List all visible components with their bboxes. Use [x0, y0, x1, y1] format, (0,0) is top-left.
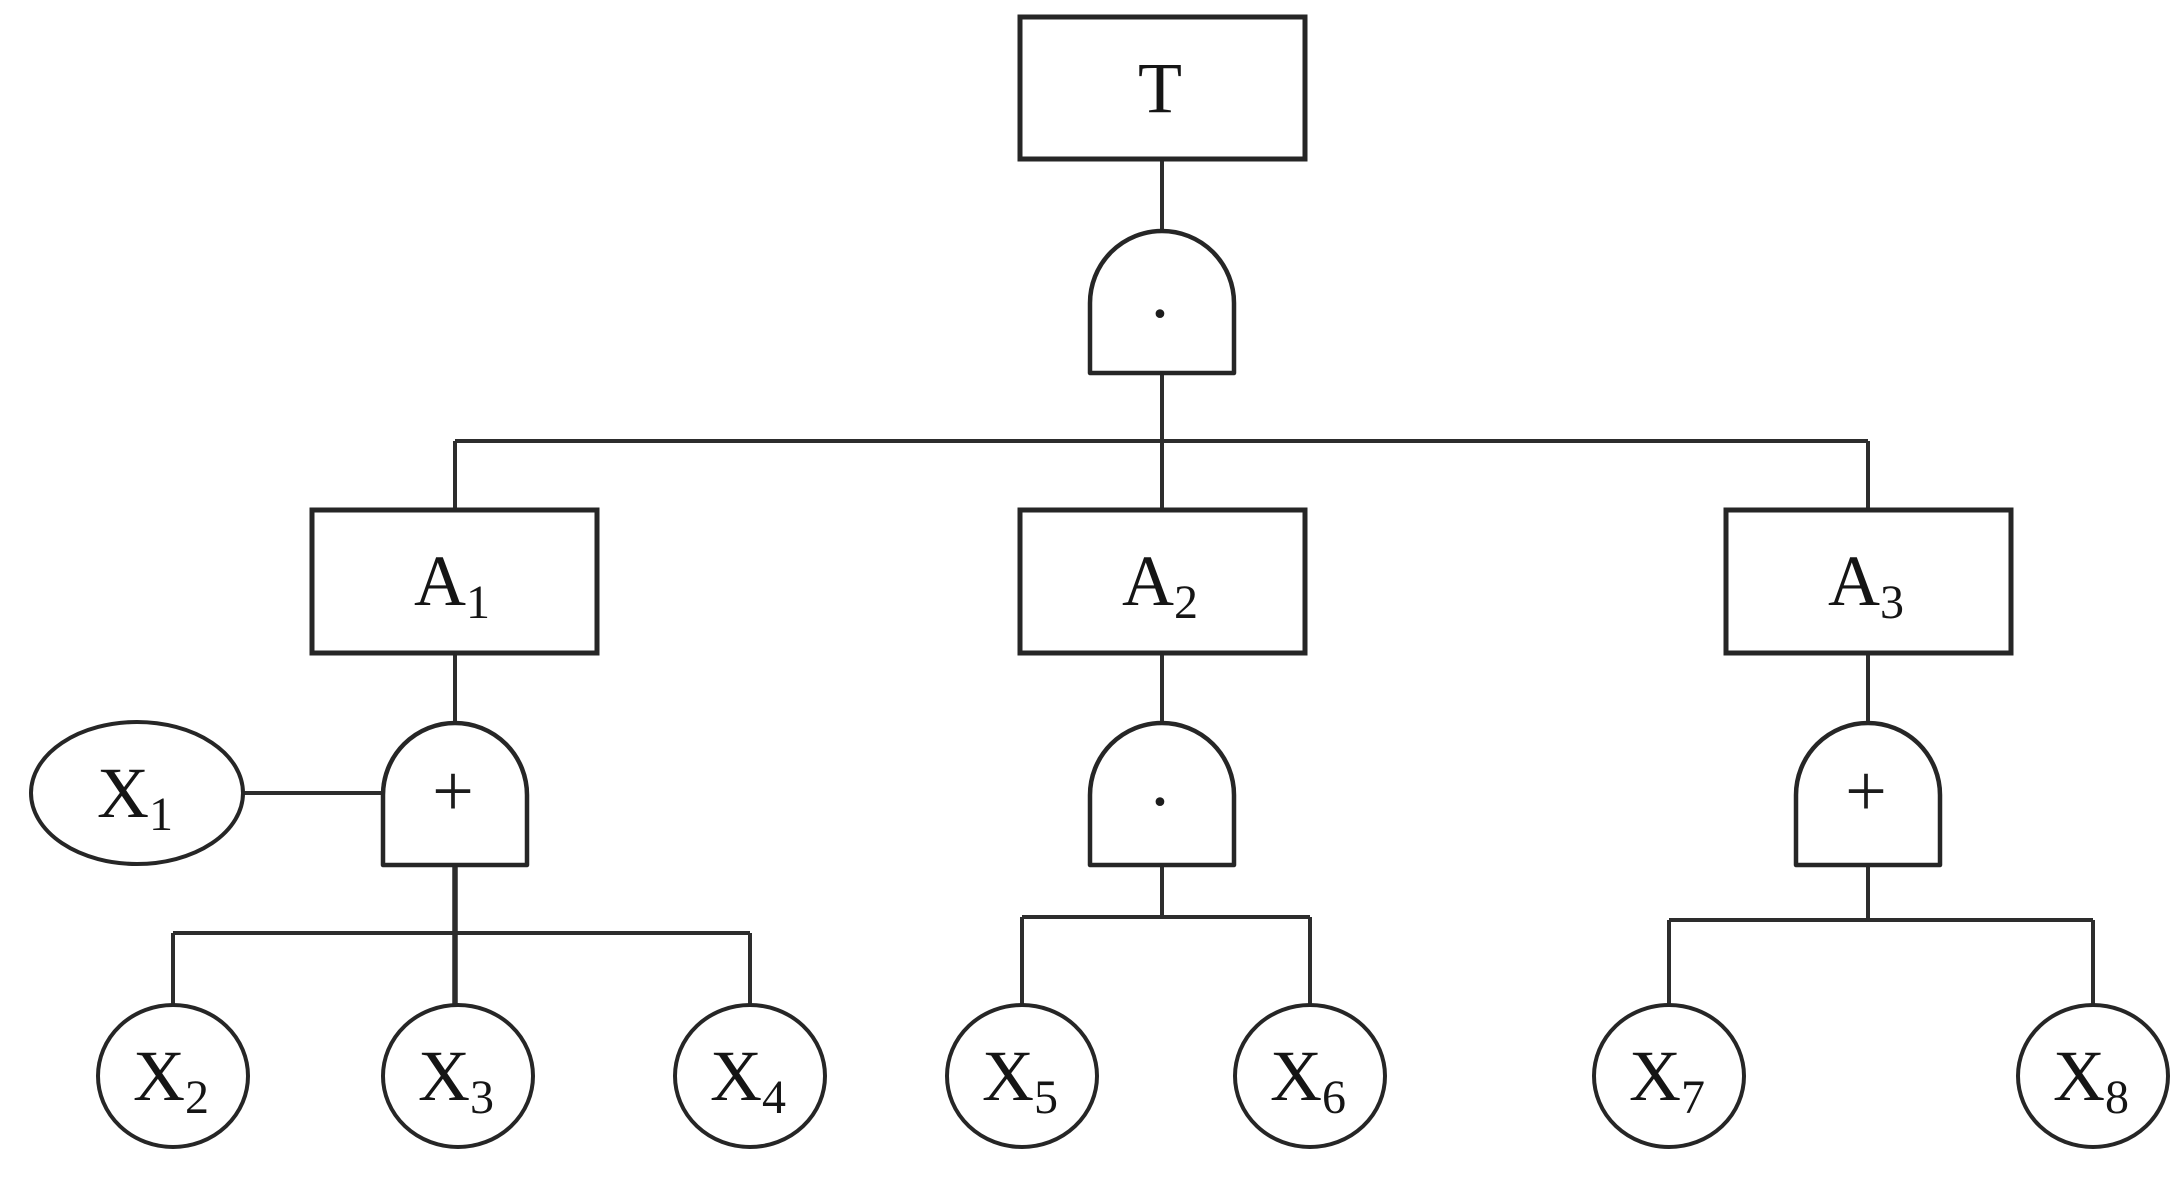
- intermediate-event-a3: A3: [1723, 507, 2014, 656]
- or-gate-a1: +: [380, 720, 530, 868]
- or-gate-a3: +: [1793, 720, 1943, 868]
- circle-x2: [96, 1003, 250, 1149]
- top-event-t: T: [1017, 14, 1308, 162]
- and-gate-a2: ·: [1087, 720, 1237, 868]
- intermediate-event-a2: A2: [1017, 507, 1308, 656]
- event-label-x6: X6: [1270, 1036, 1346, 1124]
- event-box-a3: [1723, 507, 2014, 656]
- or-gate-symbol-a3: +: [1845, 751, 1887, 833]
- basic-event-x6: X6: [1233, 1003, 1387, 1149]
- circle-x7: [1592, 1003, 1746, 1149]
- event-label-x3: X3: [418, 1036, 494, 1124]
- connectors: [171, 159, 2095, 1007]
- basic-event-x7: X7: [1592, 1003, 1746, 1149]
- event-label-x1: X1: [97, 753, 173, 841]
- circle-x8: [2016, 1003, 2170, 1149]
- basic-event-x4: X4: [673, 1003, 827, 1149]
- or-gate-shape-a1: [380, 720, 530, 868]
- or-gate-shape-a3: [1793, 720, 1943, 868]
- and-gate-symbol-top: ·: [1148, 273, 1173, 355]
- event-label-x8: X8: [2053, 1036, 2129, 1124]
- basic-event-x1: X1: [29, 720, 245, 866]
- event-label-x4: X4: [710, 1036, 786, 1124]
- and-gate-shape-top: [1087, 228, 1237, 376]
- and-gate-shape-a2: [1087, 720, 1237, 868]
- or-gate-symbol-a1: +: [432, 751, 474, 833]
- event-label-a1: A1: [414, 541, 490, 629]
- basic-event-x5: X5: [945, 1003, 1099, 1149]
- event-label-x2: X2: [133, 1036, 209, 1124]
- intermediate-event-a1: A1: [309, 507, 600, 656]
- basic-event-x3: X3: [381, 1003, 535, 1149]
- circle-x5: [945, 1003, 1099, 1149]
- top-and-gate: ·: [1087, 228, 1237, 376]
- and-gate-symbol-a2: ·: [1148, 761, 1173, 843]
- event-label-a3: A3: [1828, 541, 1904, 629]
- event-box-a2: [1017, 507, 1308, 656]
- event-label-x7: X7: [1629, 1036, 1705, 1124]
- event-label-x5: X5: [982, 1036, 1058, 1124]
- event-label-a2: A2: [1122, 541, 1198, 629]
- event-box-t: [1017, 14, 1308, 162]
- ellipse-x1: [29, 720, 245, 866]
- circle-x3: [381, 1003, 535, 1149]
- event-box-a1: [309, 507, 600, 656]
- basic-event-x8: X8: [2016, 1003, 2170, 1149]
- event-label-t: T: [1138, 48, 1182, 128]
- circle-x4: [673, 1003, 827, 1149]
- circle-x6: [1233, 1003, 1387, 1149]
- basic-event-x2: X2: [96, 1003, 250, 1149]
